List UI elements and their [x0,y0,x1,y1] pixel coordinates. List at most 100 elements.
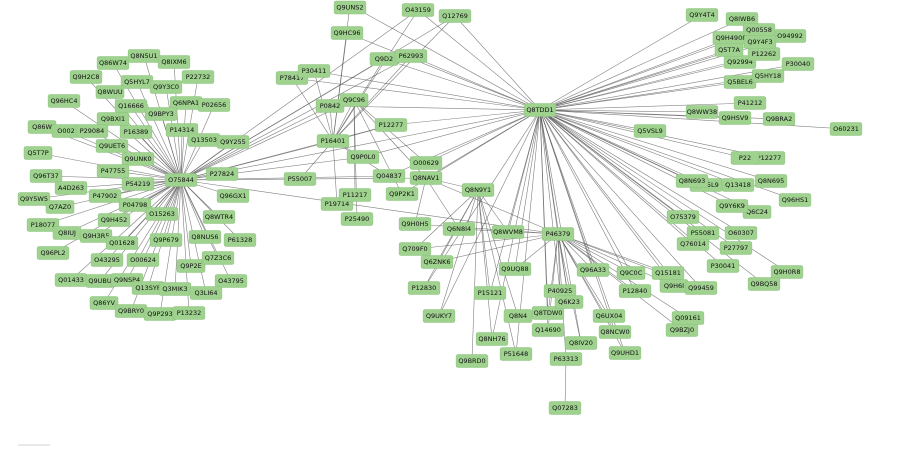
node-q86w74[interactable]: Q86W74 [96,56,130,70]
node-q9h4908[interactable]: Q9H4908 [712,31,750,45]
node-q7z3c6[interactable]: Q7Z3C6 [201,251,235,265]
node-p12277[interactable]: P12277 [374,118,408,132]
node-p22732[interactable]: P22732 [181,70,215,84]
node-p18077[interactable]: P18077 [26,218,60,232]
node-p30411[interactable]: P30411 [297,64,331,78]
node-q9brd0[interactable]: Q9BRD0 [455,354,489,368]
node-a4d263[interactable]: A4D263 [54,181,88,195]
node-q9y255[interactable]: Q9Y255 [216,135,250,149]
node-q9ubu[interactable]: Q9UBU [85,274,115,288]
node-q6k23[interactable]: Q6K23 [554,295,584,309]
node-q8wuu[interactable]: Q8WUU [95,85,125,99]
node-p47755[interactable]: P47755 [96,164,130,178]
node-q8nav1[interactable]: Q8NAV1 [409,171,443,185]
node-p16401[interactable]: P16401 [316,134,350,148]
node-q8iwb6[interactable]: Q8IWB6 [725,12,759,26]
node-q43295[interactable]: O43295 [90,253,124,267]
node-q8nh76[interactable]: Q8NH76 [475,332,509,346]
node-q8wtr4[interactable]: Q8WTR4 [202,210,236,224]
node-q96a33[interactable]: Q96A33 [576,263,610,277]
node-q9p293[interactable]: Q9P293 [143,307,177,321]
node-p41212[interactable]: P41212 [733,96,767,110]
node-q9bq58[interactable]: Q9BQ58 [747,277,781,291]
node-q8wvm8[interactable]: Q8WVM8 [491,225,525,239]
node-p62993[interactable]: P62993 [394,49,428,63]
node-p30041[interactable]: P30041 [706,259,740,273]
node-q9h0r8[interactable]: Q9H0R8 [770,265,804,279]
node-q96hc4[interactable]: Q96HC4 [47,94,81,108]
node-q14690[interactable]: Q14690 [531,323,565,337]
node-q75379[interactable]: O75379 [666,210,700,224]
node-q9y4f3[interactable]: Q9Y4F3 [743,35,777,49]
node-p02656[interactable]: P02656 [197,98,231,112]
node-q60307[interactable]: O60307 [724,226,758,240]
node-q8n695[interactable]: Q8N695 [754,174,788,188]
node-q709f0[interactable]: Q709F0 [398,242,432,256]
node-p12262[interactable]: P12262 [747,47,781,61]
node-q8ncw0[interactable]: Q8NCW0 [598,325,632,339]
node-q13503[interactable]: Q13503 [187,133,221,147]
node-q7az0[interactable]: Q7AZ0 [45,200,75,214]
node-q9uky7[interactable]: Q9UKY7 [422,309,456,323]
node-q9uq88[interactable]: Q9UQ88 [498,262,532,276]
node-p27824[interactable]: P27824 [205,167,239,181]
node-q5vsl9[interactable]: Q5VSL9 [633,124,667,138]
node-q8ixm6[interactable]: Q8IXM6 [157,55,191,69]
node-p04798[interactable]: P04798 [118,198,152,212]
node-p46379[interactable]: P46379 [541,227,575,241]
node-p55007[interactable]: P55007 [283,172,317,186]
node-q9unk0[interactable]: Q9UNK0 [121,152,155,166]
node-q13418[interactable]: Q13418 [721,178,755,192]
node-q8n9y1[interactable]: Q8N9Y1 [461,183,495,197]
node-q16666[interactable]: Q16666 [114,99,148,113]
node-q9y5w5[interactable]: Q9Y5W5 [17,192,51,206]
node-q8iv20[interactable]: Q8IV20 [564,336,598,350]
node-q01433[interactable]: Q01433 [54,273,88,287]
node-p12830[interactable]: P12830 [407,281,441,295]
node-q5t7p[interactable]: Q5T7P [23,146,53,160]
node-o60231[interactable]: O60231 [829,122,863,136]
node-o00629[interactable]: O00629 [409,156,443,170]
node-q99459[interactable]: Q99459 [684,281,718,295]
node-q9uhd1[interactable]: Q9UHD1 [608,346,642,360]
node-p12840[interactable]: P12840 [618,284,652,298]
node-q9h0h5[interactable]: Q9H0H5 [398,217,432,231]
node-q9h452[interactable]: Q9H452 [97,213,131,227]
node-q3mik3[interactable]: Q3MIK3 [158,282,192,296]
node-p29084[interactable]: P29084 [75,124,109,138]
node-q75844[interactable]: O75844 [164,173,198,187]
node-q5hy18[interactable]: Q5HY18 [751,69,785,83]
node-q9p2e[interactable]: Q9P2E [176,259,206,273]
node-p55081[interactable]: P55081 [686,226,720,240]
node-q9p679[interactable]: Q9P679 [149,233,183,247]
node-q5hyl7[interactable]: Q5HYL7 [120,75,154,89]
node-q5t7a[interactable]: Q5T7A [714,43,744,57]
node-p54219[interactable]: P54219 [121,177,155,191]
node-q9hsv9[interactable]: Q9HSV9 [718,111,752,125]
node-q9bry0[interactable]: Q9BRY0 [114,304,148,318]
node-q07283[interactable]: Q07283 [548,401,582,415]
node-p27797[interactable]: P27797 [719,241,753,255]
node-q8n5u1[interactable]: Q8N5U1 [127,49,161,63]
node-q8iuj[interactable]: Q8IUJ [52,226,82,240]
node-p15121[interactable]: P15121 [473,286,507,300]
node-q9h2c8[interactable]: Q9H2C8 [69,70,103,84]
node-p47902[interactable]: P47902 [88,189,122,203]
node-q00624[interactable]: O00624 [126,253,160,267]
node-q12769[interactable]: Q12769 [438,9,472,23]
node-p13232[interactable]: P13232 [172,306,206,320]
node-o43159[interactable]: O43159 [401,3,435,17]
node-p16389[interactable]: P16389 [119,125,153,139]
node-q5bel6[interactable]: Q5BEL6 [723,75,757,89]
node-q3li64[interactable]: Q3LI64 [189,286,223,300]
node-q96hs1[interactable]: Q96HS1 [778,193,812,207]
node-q8n4[interactable]: Q8N4 [503,309,533,323]
node-q9bra2[interactable]: Q9BRA2 [762,112,796,126]
node-p51648[interactable]: P51648 [499,347,533,361]
node-q002[interactable]: O002 [51,124,81,138]
node-q9hc96[interactable]: Q9HC96 [330,26,364,40]
node-q09161[interactable]: Q09161 [671,311,705,325]
node-q9y4t4[interactable]: Q9Y4T4 [685,8,719,22]
node-p30040[interactable]: P30040 [781,57,815,71]
node-q15263[interactable]: O15263 [145,207,179,221]
